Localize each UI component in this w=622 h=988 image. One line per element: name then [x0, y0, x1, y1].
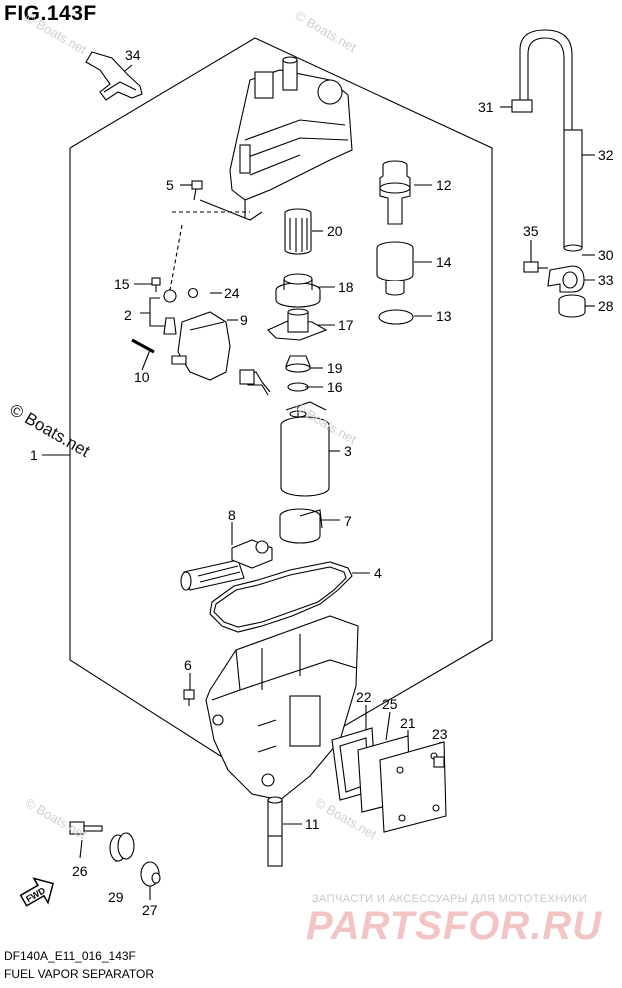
callout-22: 22: [356, 689, 372, 705]
callout-19: 19: [327, 360, 343, 376]
union-12: [379, 160, 411, 225]
callout-33: 33: [598, 272, 614, 288]
pin-10: [131, 338, 155, 354]
clamp-33: [547, 265, 585, 293]
grommet-29: [109, 832, 135, 862]
callout-16: 16: [327, 379, 343, 395]
callout-1: 1: [30, 447, 38, 463]
callout-28: 28: [598, 298, 614, 314]
fuel-pump-cover: [199, 56, 353, 221]
callout-12: 12: [436, 177, 452, 193]
pump-3: [239, 369, 330, 497]
oring-16: [287, 382, 309, 392]
callout-6: 6: [184, 657, 192, 673]
callout-31: 31: [478, 99, 494, 115]
bracket-9: [171, 311, 231, 381]
callout-32: 32: [598, 147, 614, 163]
screw-24: [187, 287, 199, 299]
fitting-2: [163, 289, 177, 335]
callout-26: 26: [72, 863, 88, 879]
diagram-code: DF140A_E11_016_143F: [4, 949, 136, 963]
hose-32: [519, 29, 583, 252]
oring-13: [378, 309, 414, 325]
callout-10: 10: [134, 369, 150, 385]
screw-35: [523, 261, 548, 273]
screw-23: [433, 756, 445, 768]
callout-18: 18: [338, 279, 354, 295]
callout-7: 7: [344, 513, 352, 529]
cushion-7: [279, 508, 323, 544]
screw-15: [151, 277, 161, 292]
screw-5: [191, 180, 203, 201]
regulator-14: [376, 241, 414, 296]
callout-9: 9: [240, 312, 248, 328]
grommet-28: [558, 294, 586, 318]
diagram-name: FUEL VAPOR SEPARATOR: [4, 967, 155, 981]
callout-25: 25: [382, 696, 398, 712]
callout-3: 3: [344, 443, 352, 459]
collar-27: [140, 861, 161, 887]
callout-17: 17: [338, 317, 354, 333]
callout-34: 34: [125, 47, 141, 63]
screw-6: [183, 689, 195, 706]
clip-31: [511, 99, 533, 113]
fitting-19: [285, 355, 311, 373]
pipe-11: [267, 796, 283, 867]
shop-logo: PARTSFOR.RU: [306, 904, 603, 948]
callout-2: 2: [124, 307, 132, 323]
figure-title: FIG.143F: [4, 2, 97, 25]
separator-body: [205, 615, 359, 801]
gasket-4: [209, 561, 353, 633]
shop-tagline: ЗАПЧАСТИ И АКСЕССУАРЫ ДЛЯ МОТОТЕХНИКИ: [312, 893, 588, 905]
callout-5: 5: [166, 177, 174, 193]
callout-35: 35: [523, 223, 539, 239]
callout-30: 30: [598, 247, 614, 263]
forward-arrow-icon: FWD: [19, 877, 55, 907]
callout-24: 24: [224, 285, 240, 301]
callout-27: 27: [142, 902, 158, 918]
bracket-17: [267, 308, 328, 341]
assembly-outline: [69, 37, 493, 779]
filter-8: [180, 539, 273, 591]
clamp-34: [85, 51, 143, 101]
filter-20: [284, 208, 312, 255]
cover-21: [379, 741, 447, 833]
callout-8: 8: [228, 507, 236, 523]
callout-20: 20: [327, 223, 343, 239]
callout-29: 29: [108, 889, 124, 905]
callout-4: 4: [374, 565, 382, 581]
callout-15: 15: [114, 276, 130, 292]
callout-21: 21: [400, 715, 416, 731]
callout-11: 11: [305, 816, 320, 832]
callout-23: 23: [432, 726, 448, 742]
cap-18: [275, 273, 321, 308]
callout-14: 14: [436, 254, 452, 270]
bolt-26: [69, 821, 103, 835]
callout-13: 13: [436, 308, 452, 324]
